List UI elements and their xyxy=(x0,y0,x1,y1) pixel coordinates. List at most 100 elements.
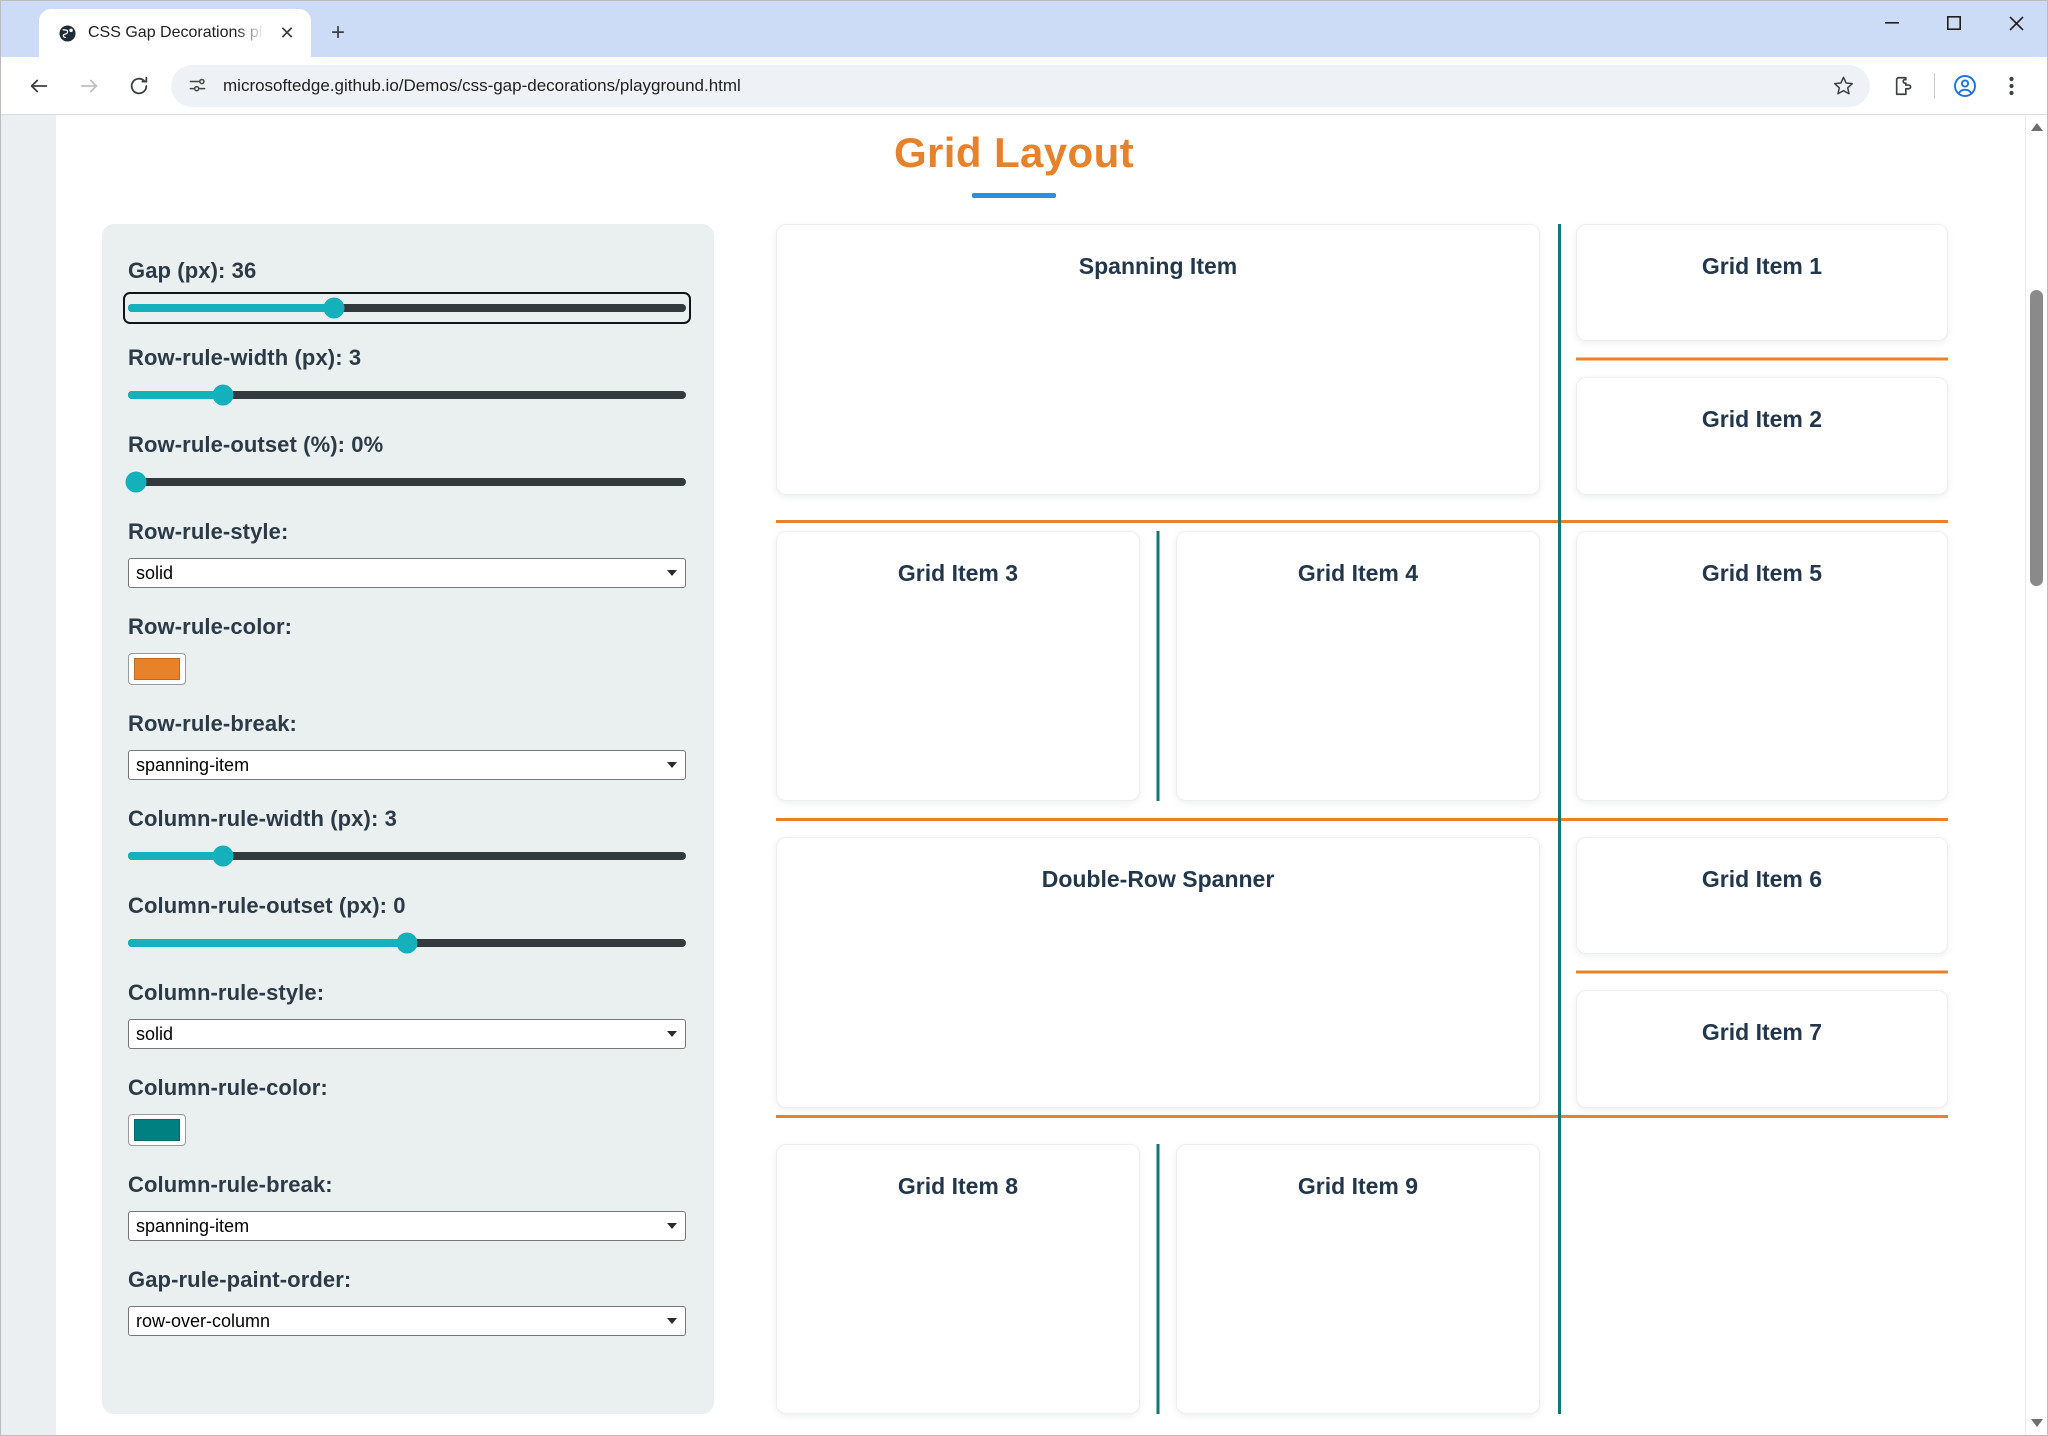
gap-rule-paint-order-select[interactable]: row-over-column xyxy=(128,1306,686,1336)
control-gap-rule-paint-order: Gap-rule-paint-order: row-over-column xyxy=(128,1267,686,1336)
url-text[interactable]: microsoftedge.github.io/Demos/css-gap-de… xyxy=(223,75,741,95)
cell-label: Grid Item 7 xyxy=(1701,1019,1823,1046)
row4-left-split: Grid Item 8 Grid Item 9 xyxy=(776,1143,1540,1414)
control-label: Row-rule-width (px): 3 xyxy=(128,345,362,370)
minimize-icon[interactable] xyxy=(1861,1,1923,45)
grid-cell-item-5[interactable]: Grid Item 5 xyxy=(1576,530,1948,801)
control-column-rule-width: Column-rule-width (px): 3 xyxy=(128,806,686,867)
row-rule-3 xyxy=(776,1115,1948,1118)
select-value: row-over-column xyxy=(136,1310,271,1331)
cell-label: Grid Item 4 xyxy=(1297,559,1419,586)
grid-cell-double-row-spanner[interactable]: Double-Row Spanner xyxy=(776,837,1540,1108)
grid-cell-item-9[interactable]: Grid Item 9 xyxy=(1176,1143,1540,1414)
control-label: Column-rule-width (px): 3 xyxy=(128,806,397,831)
control-label: Column-rule-color: xyxy=(128,1075,328,1100)
column-rule-width-slider[interactable] xyxy=(128,845,686,867)
reload-icon[interactable] xyxy=(115,62,163,110)
new-tab-button[interactable]: + xyxy=(330,19,345,46)
grid-cell-item-1[interactable]: Grid Item 1 xyxy=(1576,224,1948,342)
right-column-stack-bottom: Grid Item 6 Grid Item 7 xyxy=(1576,837,1948,1108)
control-label: Row-rule-style: xyxy=(128,519,289,544)
cell-label: Spanning Item xyxy=(1078,253,1238,279)
control-row-rule-width: Row-rule-width (px): 3 xyxy=(128,345,686,406)
site-settings-icon[interactable] xyxy=(183,72,211,100)
cell-label: Grid Item 8 xyxy=(897,1172,1019,1199)
column-rule-outset-slider[interactable] xyxy=(128,932,686,954)
page-viewport: Grid Layout Gap (px): 36 xyxy=(1,114,2047,1435)
toolbar-divider xyxy=(1934,72,1935,99)
control-label: Column-rule-style: xyxy=(128,980,325,1005)
control-gap: Gap (px): 36 xyxy=(123,258,691,324)
select-value: solid xyxy=(136,562,174,583)
row-rule-1 xyxy=(776,520,1948,523)
grid-cell-item-2[interactable]: Grid Item 2 xyxy=(1576,377,1948,495)
cell-label: Grid Item 6 xyxy=(1701,866,1823,892)
page-content: Grid Layout Gap (px): 36 xyxy=(56,115,2025,1435)
grid-cell-item-3[interactable]: Grid Item 3 xyxy=(776,530,1140,801)
demo-grid: Spanning Item Grid Item 1 Grid Item 2 xyxy=(776,224,1948,1414)
select-value: spanning-item xyxy=(136,754,250,775)
row-rule-style-select[interactable]: solid xyxy=(128,558,686,588)
maximize-icon[interactable] xyxy=(1923,1,1985,45)
control-row-rule-outset: Row-rule-outset (%): 0% xyxy=(125,432,686,493)
address-bar[interactable]: microsoftedge.github.io/Demos/css-gap-de… xyxy=(171,64,1870,107)
scrollbar-thumb[interactable] xyxy=(2030,290,2043,586)
chevron-down-icon xyxy=(667,1223,677,1229)
grid-cell-item-8[interactable]: Grid Item 8 xyxy=(776,1143,1140,1414)
control-label: Column-rule-break: xyxy=(128,1172,333,1197)
cell-label: Grid Item 1 xyxy=(1701,253,1823,279)
forward-icon[interactable] xyxy=(65,62,113,110)
control-row-rule-style: Row-rule-style: solid xyxy=(128,519,686,588)
grid-demo: Spanning Item Grid Item 1 Grid Item 2 xyxy=(776,224,1950,1414)
row-rule-width-slider[interactable] xyxy=(128,384,686,406)
scroll-up-icon[interactable] xyxy=(2030,123,2043,131)
row-rule-between-item6-item7 xyxy=(1576,970,1948,974)
column-rule-break-select[interactable]: spanning-item xyxy=(128,1211,686,1241)
window-close-icon[interactable] xyxy=(1985,1,2047,45)
chevron-down-icon xyxy=(667,570,677,576)
window-controls xyxy=(1861,1,2047,45)
profile-icon[interactable] xyxy=(1943,64,1987,108)
back-icon[interactable] xyxy=(15,62,63,110)
grid-cell-empty xyxy=(1576,1144,1948,1415)
column-rule-main xyxy=(1558,224,1561,1414)
grid-cell-item-7[interactable]: Grid Item 7 xyxy=(1576,990,1948,1108)
row-rule-color-swatch[interactable] xyxy=(128,653,186,685)
close-icon[interactable]: ✕ xyxy=(279,22,295,43)
gap-slider[interactable] xyxy=(123,292,691,324)
cell-label: Grid Item 2 xyxy=(1701,406,1823,433)
controls-panel: Gap (px): 36 Row-rule-width (px): 3 xyxy=(102,224,714,1414)
title-underline xyxy=(972,193,1056,198)
control-label: Gap-rule-paint-order: xyxy=(128,1267,352,1292)
chevron-down-icon xyxy=(667,1318,677,1324)
column-rule-color-swatch[interactable] xyxy=(128,1114,186,1146)
row-rule-outset-slider[interactable] xyxy=(125,471,686,493)
grid-cell-item-6[interactable]: Grid Item 6 xyxy=(1576,837,1948,955)
page-scrollbar[interactable] xyxy=(2025,115,2047,1435)
bookmark-star-icon[interactable] xyxy=(1826,69,1860,103)
scroll-down-icon[interactable] xyxy=(2030,1419,2043,1427)
control-row-rule-break: Row-rule-break: spanning-item xyxy=(128,711,686,780)
chevron-down-icon xyxy=(667,1031,677,1037)
grid-cell-item-4[interactable]: Grid Item 4 xyxy=(1176,530,1540,801)
cell-label: Double-Row Spanner xyxy=(1041,866,1275,892)
row-rule-break-select[interactable]: spanning-item xyxy=(128,750,686,780)
control-label: Row-rule-break: xyxy=(128,711,297,736)
column-rule-style-select[interactable]: solid xyxy=(128,1019,686,1049)
browser-tab[interactable]: CSS Gap Decorations playground ✕ xyxy=(39,9,311,57)
grid-cell-spanning-item[interactable]: Spanning Item xyxy=(776,224,1540,495)
control-label: Row-rule-outset (%): 0% xyxy=(128,432,384,457)
control-row-rule-color: Row-rule-color: xyxy=(128,614,686,685)
control-column-rule-outset: Column-rule-outset (px): 0 xyxy=(128,893,686,954)
row2-left-split: Grid Item 3 Grid Item 4 xyxy=(776,530,1540,801)
browser-title-bar: CSS Gap Decorations playground ✕ + xyxy=(1,1,2047,57)
right-column-stack-top: Grid Item 1 Grid Item 2 xyxy=(1576,224,1948,495)
tab-title: CSS Gap Decorations playground xyxy=(88,24,264,41)
select-value: spanning-item xyxy=(136,1215,250,1236)
globe-icon xyxy=(57,23,77,43)
browser-toolbar: microsoftedge.github.io/Demos/css-gap-de… xyxy=(1,57,2047,114)
control-column-rule-style: Column-rule-style: solid xyxy=(128,980,686,1049)
cell-label: Grid Item 5 xyxy=(1701,559,1823,586)
extensions-icon[interactable] xyxy=(1882,64,1926,108)
more-menu-icon[interactable] xyxy=(1989,64,2033,108)
